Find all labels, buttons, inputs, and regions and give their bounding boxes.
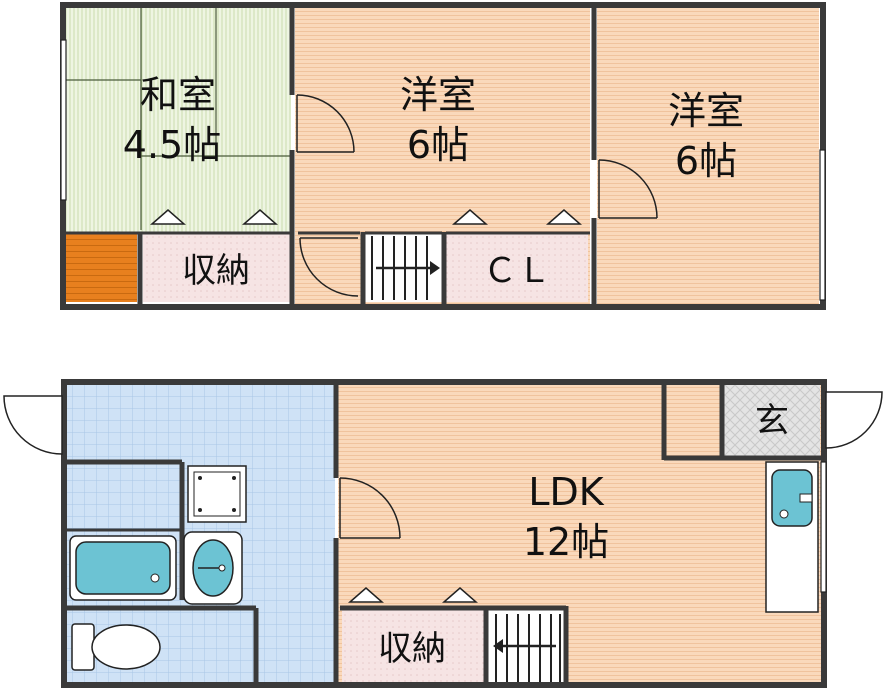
lower-floor: LDK 12帖 玄 収納 (3, 379, 883, 688)
door-right-room (598, 159, 658, 219)
kitchen-sink (771, 469, 813, 527)
windows-upper (60, 39, 826, 301)
stairs-upper (371, 236, 440, 300)
sliding-door-marks-lower (348, 587, 478, 603)
entrance-floor (724, 385, 820, 457)
washbasin (183, 531, 243, 605)
orange-closet (66, 234, 137, 302)
windows-lower (820, 461, 827, 593)
door-left-exterior (3, 395, 63, 455)
upper-inner-walls (137, 5, 597, 307)
storage-floor (143, 234, 290, 302)
toilet (71, 623, 161, 671)
storage-upper-label: 収納 (182, 251, 250, 291)
youshitsu-right-size: 6帖 (675, 139, 737, 183)
closet-cl-label: ＣＬ (483, 251, 551, 291)
washing-machine (187, 465, 247, 523)
sliding-door-marks-upper (150, 209, 582, 225)
storage-lower-floor (342, 610, 484, 682)
upper-floor: 和室 4.5帖 洋室 6帖 洋室 6帖 収納 ＣＬ (60, 2, 826, 310)
washitsu-floor (66, 8, 291, 234)
washitsu-size: 4.5帖 (123, 123, 221, 167)
lower-inner-walls (64, 382, 824, 685)
door-center-room (296, 94, 355, 153)
ldk-size: 12帖 (523, 520, 609, 564)
youshitsu-center-size: 6帖 (407, 123, 469, 167)
youshitsu-right-floor (597, 8, 819, 304)
stairs-lower (493, 614, 561, 682)
washitsu-name: 和室 (140, 73, 216, 117)
tatami-mats (66, 8, 291, 230)
bathtub (69, 535, 177, 601)
door-ldk (339, 477, 401, 539)
closet-cl-floor (446, 234, 588, 302)
ldk-name: LDK (528, 470, 604, 514)
storage-lower-label: 収納 (378, 629, 446, 669)
shoe-box (666, 385, 720, 457)
youshitsu-center-name: 洋室 (400, 73, 476, 117)
entrance-label: 玄 (755, 401, 789, 441)
youshitsu-right-name: 洋室 (668, 89, 744, 133)
door-hall (299, 237, 359, 297)
door-entrance-exterior (825, 391, 883, 449)
